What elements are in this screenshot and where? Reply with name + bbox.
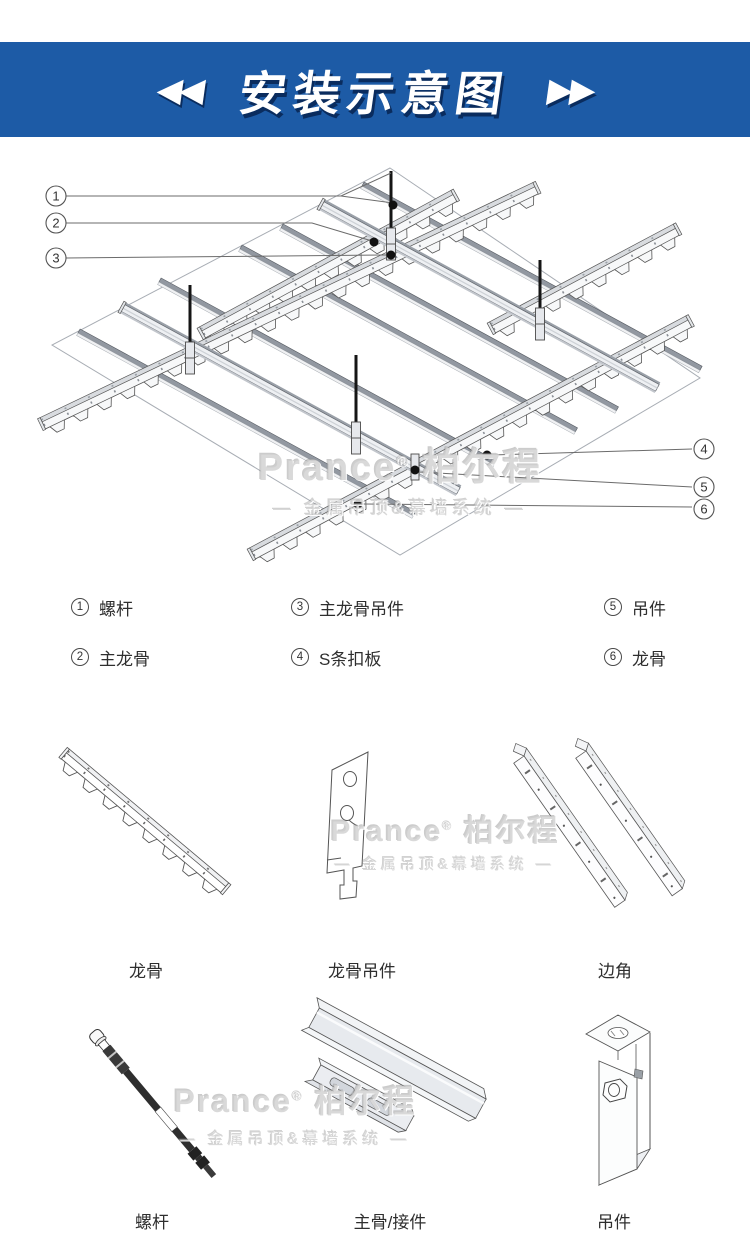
legend-number-3: 3 [291, 598, 309, 616]
legend-number-1: 1 [71, 598, 89, 616]
legend-number-5: 5 [604, 598, 622, 616]
legend-number-6: 6 [604, 648, 622, 666]
legend-label-4: S条扣板 [319, 649, 382, 669]
right-arrows-icon: ▶▶ [545, 71, 596, 108]
callout-2: 2 [52, 216, 59, 231]
legend-number-4: 4 [291, 648, 309, 666]
component-edge-angle [574, 737, 686, 897]
callout-1: 1 [52, 189, 59, 204]
s-strip-panel [76, 328, 416, 519]
keel-rail [486, 222, 683, 337]
caption-keel: 龙骨 [129, 962, 163, 981]
component-drawings [58, 737, 686, 1186]
page-title: 安装示意图 [235, 67, 514, 120]
legend-label-5: 吊件 [632, 599, 666, 619]
legend-label-1: 螺杆 [99, 599, 133, 619]
component-edge-angle [512, 742, 629, 908]
header-band: ◀◀ 安装示意图 ▶▶ [0, 42, 750, 137]
caption-keel-hanger: 龙骨吊件 [328, 962, 396, 981]
leader-dot [353, 200, 492, 509]
legend-item-3: 3 主龙骨吊件 [291, 598, 404, 619]
legend-label-6: 龙骨 [632, 649, 666, 669]
main-keel-channel [117, 300, 462, 496]
legend-label-3: 主龙骨吊件 [319, 599, 404, 619]
caption-main-bone: 主骨/接件 [353, 1213, 427, 1232]
left-arrows-icon: ◀◀ [154, 71, 205, 108]
legend-item-4: 4 S条扣板 [291, 648, 381, 669]
legend-item-6: 6 龙骨 [604, 648, 666, 669]
component-main-bone [300, 996, 487, 1122]
legend-item-2: 2 主龙骨 [71, 648, 150, 669]
callout-4: 4 [700, 442, 707, 457]
callout-3: 3 [52, 251, 59, 266]
caption-edge-angle: 边角 [598, 962, 632, 981]
legend-number-2: 2 [71, 648, 89, 666]
caption-screw-rod: 螺杆 [135, 1213, 169, 1232]
legend-item-5: 5 吊件 [604, 598, 666, 619]
component-keel [58, 746, 232, 896]
caption-hanger: 吊件 [597, 1213, 631, 1232]
component-screw-rod [89, 1028, 217, 1178]
legend-label-2: 主龙骨 [99, 649, 150, 669]
component-connector [303, 1057, 415, 1133]
keel-rail [246, 314, 695, 563]
component-keel-hanger [326, 751, 369, 900]
leader-line [65, 172, 693, 508]
callout-6: 6 [700, 502, 707, 517]
callout-5: 5 [700, 480, 707, 495]
component-hanger-bracket [585, 1014, 652, 1186]
installation-diagram: 1 2 3 4 5 6 [37, 167, 715, 563]
legend-item-1: 1 螺杆 [71, 598, 133, 619]
callout-markers: 1 2 3 4 5 6 [45, 185, 715, 520]
main-keel-channel [316, 197, 661, 393]
